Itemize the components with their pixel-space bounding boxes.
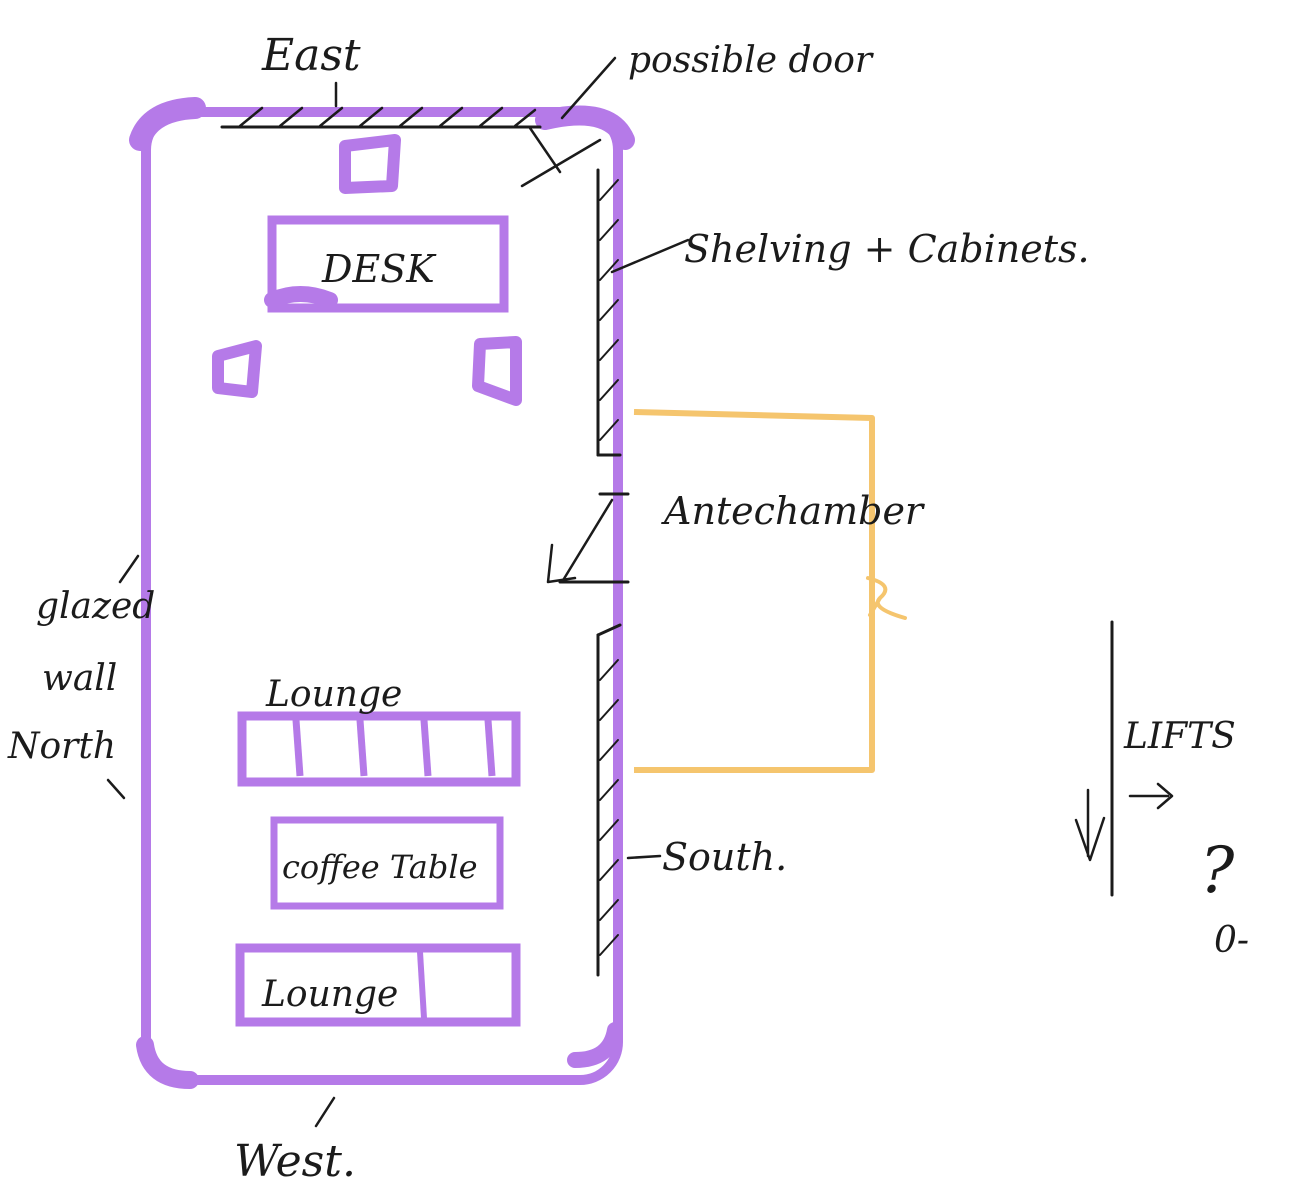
- lounge-top-box: [237, 711, 521, 787]
- label-shelving: Shelving + Cabinets.: [684, 227, 1090, 271]
- lounge-bottom-box: [235, 943, 521, 1027]
- west-leader: [314, 1096, 336, 1128]
- coffee-table-box: [270, 816, 504, 910]
- label-lifts: LIFTS: [1123, 716, 1236, 757]
- label-desk: DESK: [321, 247, 437, 291]
- label-possible-door: possible door: [628, 40, 874, 81]
- chair-right: [472, 336, 522, 406]
- label-glazed: glazed: [36, 586, 155, 627]
- label-east: East: [261, 30, 361, 81]
- label-north: North: [7, 726, 116, 767]
- chair-top: [339, 134, 401, 194]
- east-wall-hatching: [220, 81, 542, 129]
- room-outline: [129, 97, 635, 1089]
- shelving-wall-lower: [596, 623, 662, 977]
- label-wall: wall: [42, 658, 117, 699]
- shelving-wall-upper: [596, 168, 690, 457]
- label-south: South.: [662, 835, 787, 879]
- door-swing-antechamber: [546, 492, 630, 584]
- label-zero: 0-: [1214, 920, 1249, 961]
- label-lounge-top: Lounge: [265, 674, 402, 715]
- lifts-marker: [1074, 620, 1174, 897]
- label-coffee-table: coffee Table: [282, 848, 478, 886]
- chair-left: [212, 340, 262, 398]
- label-west: West.: [234, 1136, 356, 1187]
- north-leaders: [106, 554, 140, 800]
- door-swing-top: [520, 56, 617, 188]
- label-antechamber: Antechamber: [661, 489, 926, 533]
- label-question: ?: [1200, 834, 1235, 908]
- antechamber-outline: [633, 409, 907, 773]
- desk-box: [264, 215, 509, 313]
- label-lounge-bottom: Lounge: [261, 974, 398, 1015]
